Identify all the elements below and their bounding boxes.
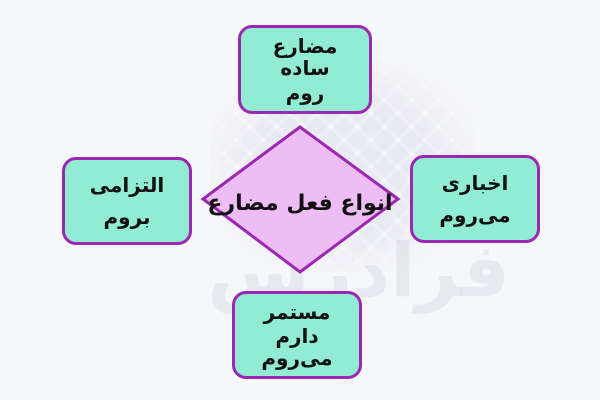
node-example: روم [285, 81, 325, 105]
node-title: التزامی [89, 173, 165, 197]
diamond-shape-icon [200, 125, 401, 274]
node-example: دارم می‌روم [261, 324, 333, 371]
center-diamond-label: انواع فعل مضارع [207, 190, 393, 216]
node-indicative: اخباری می‌روم [410, 155, 540, 243]
center-diamond-node: انواع فعل مضارع [195, 119, 405, 279]
node-title: مستمر [263, 299, 331, 324]
node-example: می‌روم [439, 203, 511, 227]
node-title: اخباری [441, 171, 509, 195]
node-title: مضارع ساده [272, 34, 338, 80]
node-continuous: مستمر دارم می‌روم [232, 291, 362, 379]
node-simple-present: مضارع ساده روم [238, 25, 372, 114]
node-subjunctive: التزامی بروم [62, 157, 192, 245]
node-example: بروم [103, 205, 151, 229]
